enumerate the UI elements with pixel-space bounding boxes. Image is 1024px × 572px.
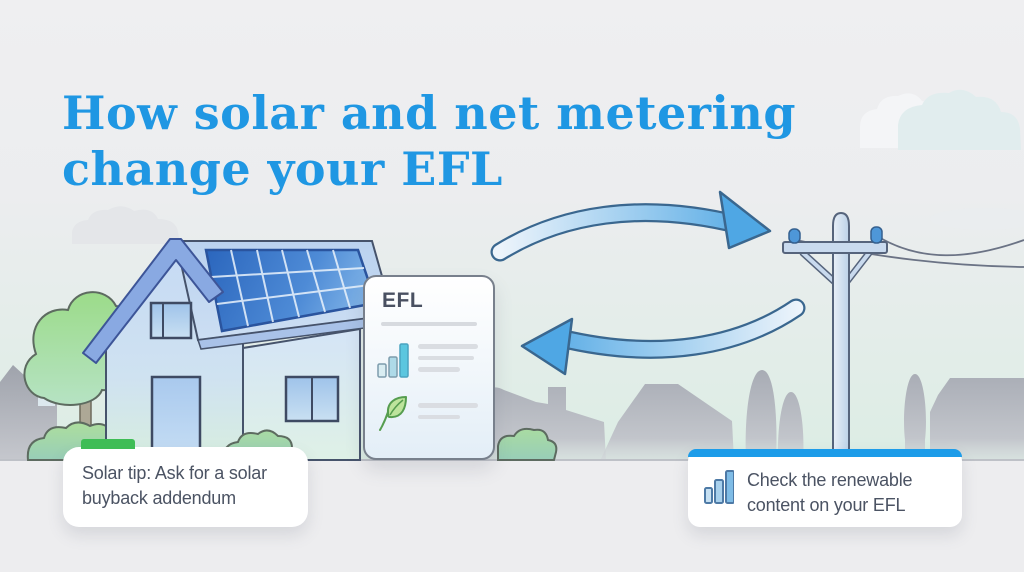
- solar-tip-line1: Solar tip: Ask for a solar: [82, 463, 267, 483]
- clouds-top-right-icon: [860, 89, 1024, 230]
- efl-document-card: EFL: [363, 275, 495, 460]
- page-title: How solar and net metering change your E…: [62, 85, 796, 197]
- document-text-lines: [418, 403, 478, 419]
- bar-chart-icon: [704, 470, 734, 504]
- utility-pole: [782, 211, 888, 456]
- gable-window: [149, 301, 193, 340]
- pole-post: [832, 211, 850, 456]
- solar-tip-card: Solar tip: Ask for a solar buyback adden…: [63, 439, 308, 527]
- house-illustration: [82, 238, 397, 462]
- gable-roof-band: [82, 238, 224, 364]
- skyline-silhouette: [0, 365, 1024, 461]
- insulator-icon: [788, 228, 801, 244]
- solar-tip-text: Solar tip: Ask for a solar buyback adden…: [63, 447, 308, 511]
- leaf-icon: [379, 396, 407, 431]
- bar-chart-icon: [377, 343, 409, 378]
- arrow-house-to-grid: [490, 190, 772, 262]
- blue-accent-bar: [688, 449, 962, 457]
- side-window: [284, 375, 340, 423]
- cloud-left-icon: [72, 206, 180, 244]
- page-title-line2: change your EFL: [62, 141, 503, 196]
- bush: [497, 427, 558, 461]
- green-accent-tab: [81, 439, 135, 449]
- page-title-line1: How solar and net metering: [62, 85, 797, 140]
- solar-tip-line2: buyback addendum: [82, 488, 236, 508]
- efl-card-divider: [381, 322, 477, 326]
- insulator-icon: [870, 226, 883, 244]
- renewable-tip-line1: Check the renewable: [747, 470, 913, 490]
- renewable-tip-line2: content on your EFL: [747, 495, 906, 515]
- door: [150, 375, 202, 462]
- renewable-tip-card: Check the renewable content on your EFL: [688, 449, 962, 527]
- arrow-grid-to-house: [520, 298, 806, 376]
- pole-crossarm: [782, 241, 888, 254]
- efl-card-heading: EFL: [382, 289, 424, 312]
- document-text-lines: [418, 344, 478, 372]
- renewable-tip-text: Check the renewable content on your EFL: [747, 468, 913, 518]
